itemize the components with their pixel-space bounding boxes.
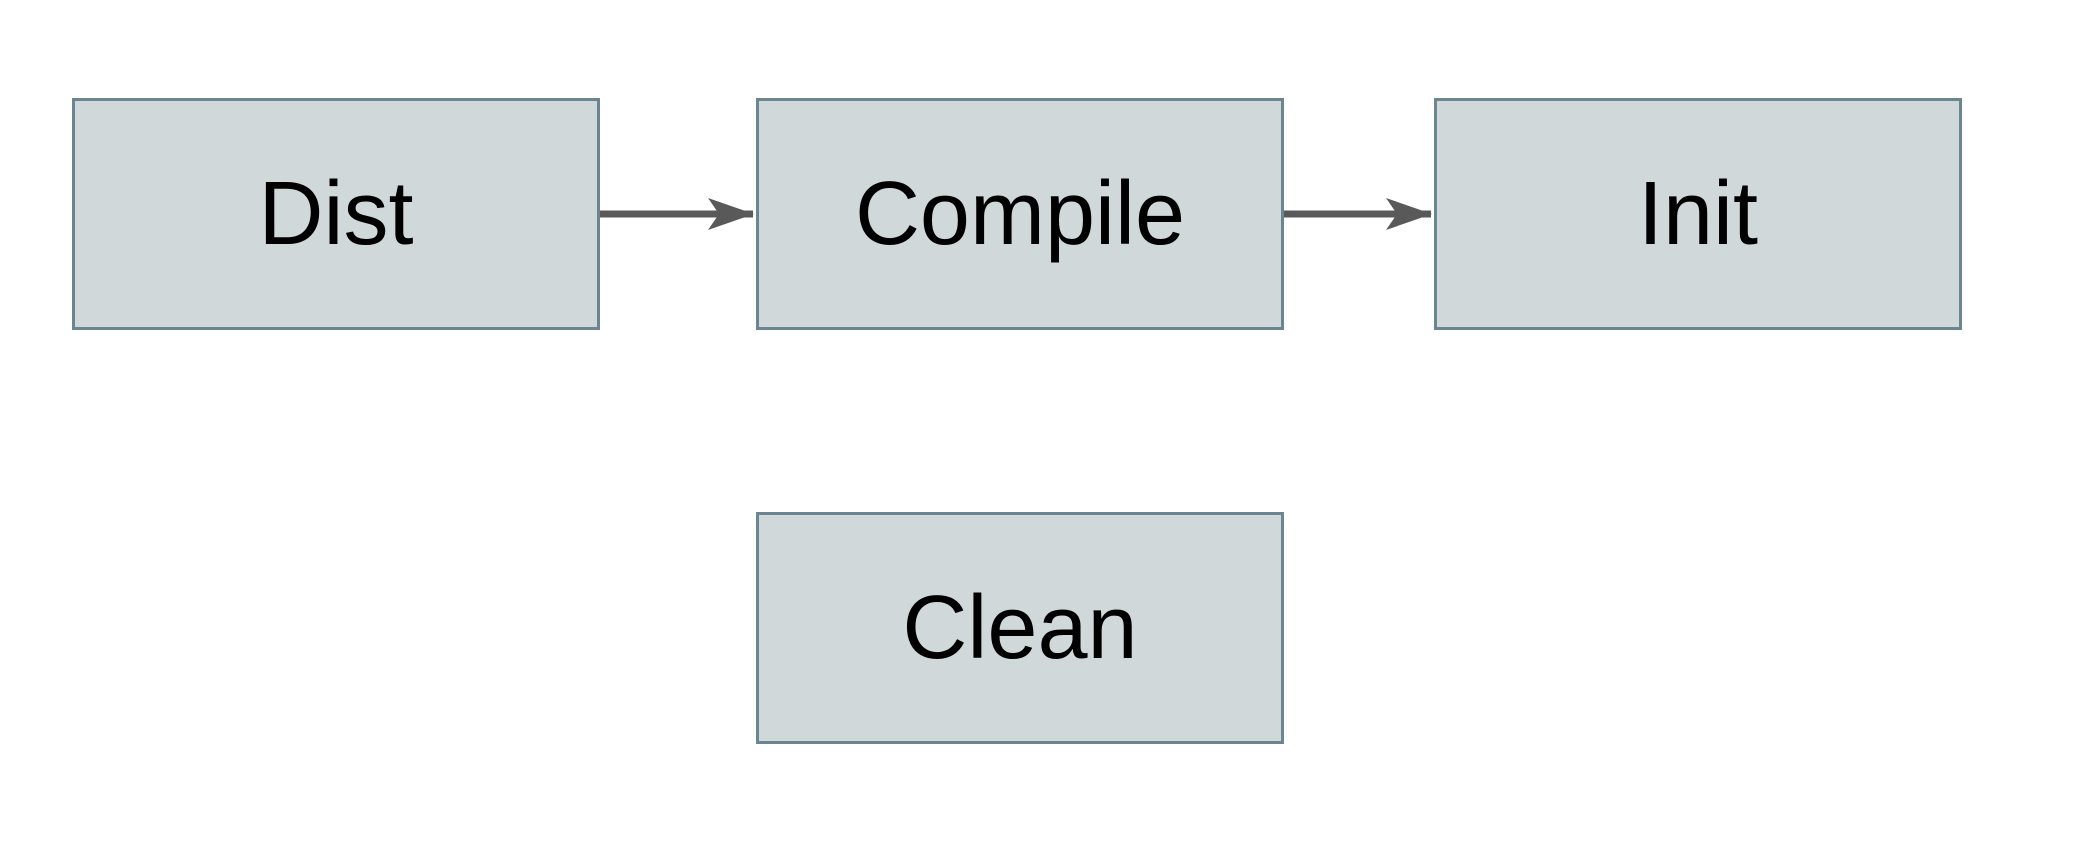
flow-node-label: Clean — [902, 578, 1138, 678]
flow-node-label: Dist — [258, 164, 414, 264]
flow-node-dist: Dist — [72, 98, 600, 330]
flow-node-label: Compile — [854, 164, 1186, 264]
flow-node-compile: Compile — [756, 98, 1284, 330]
flow-node-clean: Clean — [756, 512, 1284, 744]
flow-node-init: Init — [1434, 98, 1962, 330]
flow-node-label: Init — [1637, 164, 1759, 264]
